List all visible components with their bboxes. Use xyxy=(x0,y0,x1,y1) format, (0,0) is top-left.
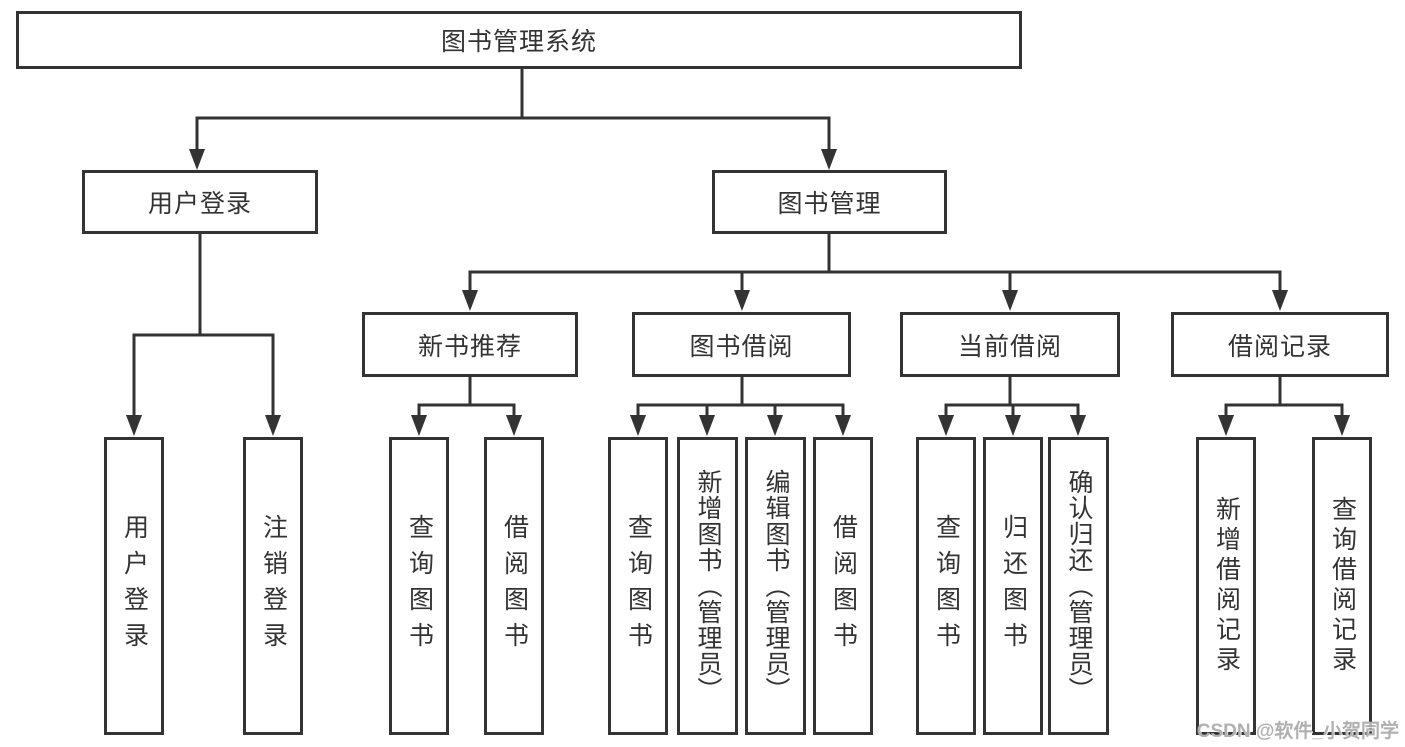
leaf-borrow-books-label: 借阅图书 xyxy=(829,514,858,658)
connector-root-to-level2 xyxy=(195,69,831,150)
node-current-borrow-label: 当前借阅 xyxy=(957,332,1062,361)
leaf-query-books-borrow: 查询图书 xyxy=(608,437,668,735)
leaf-query-books-current: 查询图书 xyxy=(916,437,976,735)
node-borrow-records-label: 借阅记录 xyxy=(1227,332,1332,361)
leaf-borrow-books-recommend-label: 借阅图书 xyxy=(500,514,529,658)
leaf-user-login-label: 用户登录 xyxy=(120,514,149,658)
node-book-mgmt-label: 图书管理 xyxy=(777,190,882,218)
watermark: CSDN @软件_小贺同学 xyxy=(1196,721,1399,742)
leaf-confirm-return-admin-label: 确认归还（管理员） xyxy=(1065,469,1093,703)
leaf-borrow-books-recommend: 借阅图书 xyxy=(484,437,544,735)
leaf-confirm-return-admin: 确认归还（管理员） xyxy=(1048,437,1109,735)
leaf-logout: 注销登录 xyxy=(243,437,303,735)
leaf-return-books: 归还图书 xyxy=(983,437,1043,735)
leaf-return-books-label: 归还图书 xyxy=(999,514,1028,658)
leaf-logout-label: 注销登录 xyxy=(259,514,288,658)
node-root: 图书管理系统 xyxy=(16,11,1022,69)
node-book-borrow-label: 图书借阅 xyxy=(689,332,794,361)
connector-recommend-leaves xyxy=(417,377,516,417)
leaf-query-books-recommend: 查询图书 xyxy=(389,437,449,735)
leaf-add-borrow-record: 新增借阅记录 xyxy=(1196,437,1256,735)
connector-book-mgmt-branch xyxy=(468,234,1282,292)
leaf-query-borrow-record: 查询借阅记录 xyxy=(1312,437,1372,735)
leaf-edit-books-admin: 编辑图书（管理员） xyxy=(745,437,806,735)
node-current-borrow: 当前借阅 xyxy=(900,312,1120,377)
node-user-login: 用户登录 xyxy=(82,170,318,234)
node-new-book-recommend-label: 新书推荐 xyxy=(417,332,522,361)
leaf-query-books-recommend-label: 查询图书 xyxy=(405,514,434,658)
leaf-add-books-admin: 新增图书（管理员） xyxy=(677,437,738,735)
connector-borrow-leaves xyxy=(636,377,845,417)
leaf-borrow-books: 借阅图书 xyxy=(813,437,873,735)
leaf-query-books-current-label: 查询图书 xyxy=(932,514,961,658)
leaf-add-books-admin-label: 新增图书（管理员） xyxy=(694,469,722,703)
leaf-edit-books-admin-label: 编辑图书（管理员） xyxy=(762,469,790,703)
leaf-user-login: 用户登录 xyxy=(104,437,164,735)
connector-user-login-branch xyxy=(132,234,275,417)
leaf-add-borrow-record-label: 新增借阅记录 xyxy=(1212,496,1241,676)
connector-records-leaves xyxy=(1224,377,1344,417)
node-borrow-records: 借阅记录 xyxy=(1171,312,1389,377)
node-new-book-recommend: 新书推荐 xyxy=(362,312,578,377)
connector-current-leaves xyxy=(944,377,1080,417)
leaf-query-books-borrow-label: 查询图书 xyxy=(624,514,653,658)
node-user-login-label: 用户登录 xyxy=(147,190,252,218)
arrowheads xyxy=(126,149,1350,436)
node-book-borrow: 图书借阅 xyxy=(632,312,851,377)
node-book-mgmt: 图书管理 xyxy=(712,170,947,234)
leaf-query-borrow-record-label: 查询借阅记录 xyxy=(1328,496,1357,676)
node-root-label: 图书管理系统 xyxy=(440,28,597,56)
